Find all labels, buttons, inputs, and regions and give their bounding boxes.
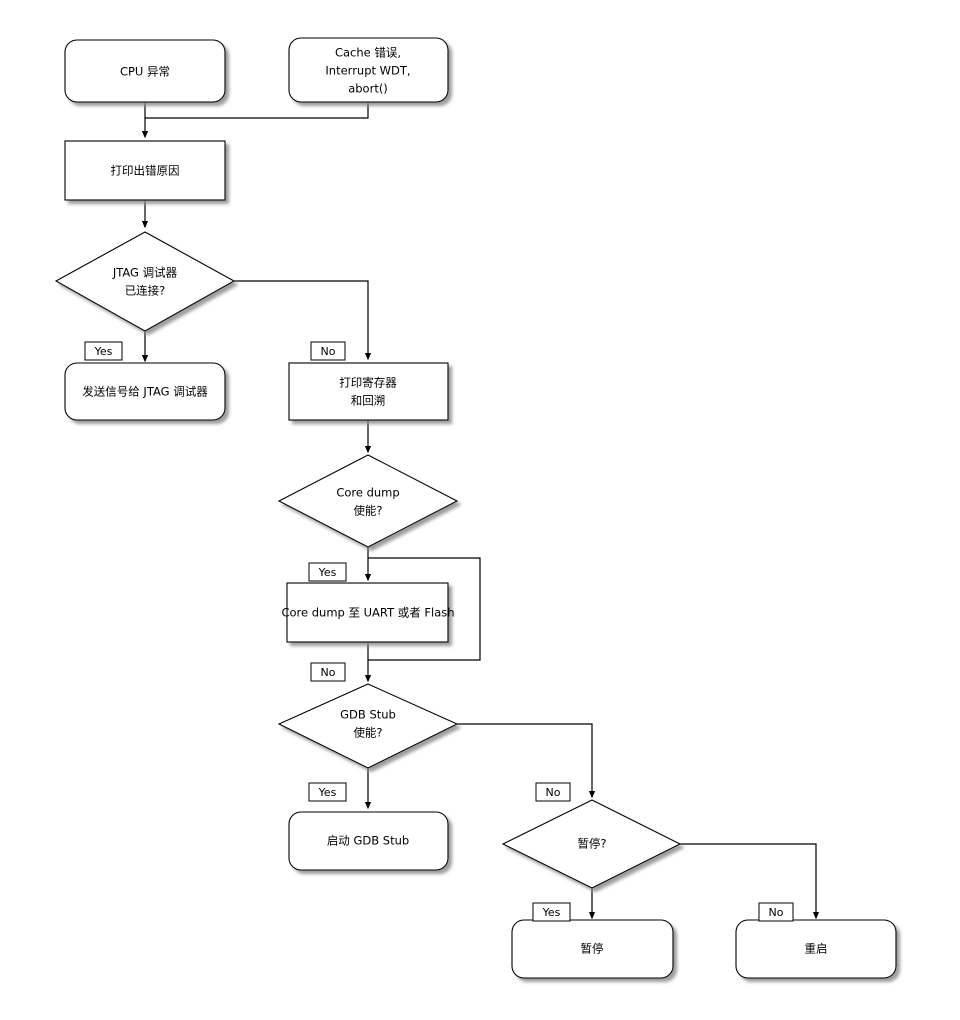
edge-label-gdbstub-no-text: No [546, 786, 561, 799]
edge-label-jtag-no-text: No [321, 345, 336, 358]
node-jtag-connected-label-line2: 已连接? [125, 284, 166, 298]
node-coredump-enabled-label-line1: Core dump [336, 486, 399, 500]
node-cache-error-label-line3: abort() [348, 82, 388, 96]
edge-label-jtag-yes: Yes [84, 341, 123, 361]
node-print-reason-label: 打印出错原因 [111, 164, 180, 178]
edge-label-halt-no-box [758, 902, 794, 922]
edge-label-coredump-yes-text: Yes [318, 566, 337, 579]
node-cache-error-shape [288, 37, 449, 103]
edge-labels-layer: Yes No Yes No Yes No [84, 341, 794, 922]
node-send-signal-label: 发送信号给 JTAG 调试器 [82, 385, 208, 399]
node-coredump-write-label: Core dump 至 UART 或者 Flash [281, 606, 454, 620]
node-jtag-connected-shape [54, 231, 236, 332]
node-jtag-connected[interactable]: JTAG 调试器 已连接? [54, 231, 236, 332]
edge-label-coredump-no-box [310, 662, 346, 682]
node-print-reason-shape [64, 140, 226, 201]
node-cache-error[interactable]: Cache 错误, Interrupt WDT, abort() [288, 37, 449, 103]
edge-label-jtag-yes-text: Yes [94, 345, 113, 358]
node-cpu-exception-label: CPU 异常 [120, 65, 170, 79]
node-gdbstub-enabled[interactable]: GDB Stub 使能? [277, 683, 459, 769]
node-start-gdbstub[interactable]: 启动 GDB Stub [288, 811, 449, 871]
edge-label-halt-yes-box [532, 902, 571, 922]
node-gdbstub-enabled-label-line1: GDB Stub [340, 708, 396, 722]
edge-label-coredump-no: No [310, 662, 346, 682]
edge-label-jtag-no: No [310, 341, 346, 361]
node-cpu-exception[interactable]: CPU 异常 [64, 39, 226, 103]
edge-label-coredump-yes-box [308, 562, 347, 582]
node-print-registers-shape [288, 362, 449, 421]
node-coredump-write-shape [286, 582, 449, 643]
edge-gdbstub-no [457, 723, 596, 799]
edge-label-gdbstub-yes: Yes [308, 782, 347, 802]
edge-label-gdbstub-no-box [535, 782, 571, 802]
node-gdbstub-enabled-label-line2: 使能? [353, 726, 382, 740]
node-print-registers-label-line1: 打印寄存器 [339, 376, 397, 390]
edge-label-coredump-no-text: No [321, 666, 336, 679]
edge-label-halt-no-text: No [769, 906, 784, 919]
edge-label-jtag-yes-box [84, 341, 123, 361]
edge-label-halt-no: No [758, 902, 794, 922]
node-send-signal-shape [64, 362, 226, 421]
node-start-gdbstub-shape [288, 811, 449, 871]
nodes-layer: CPU 异常 Cache 错误, Interrupt WDT, abort() … [54, 37, 897, 979]
edge-label-gdbstub-yes-text: Yes [318, 786, 337, 799]
node-reboot[interactable]: 重启 [735, 919, 897, 979]
node-coredump-write[interactable]: Core dump 至 UART 或者 Flash [281, 582, 455, 643]
node-halt-question-label: 暂停? [577, 837, 606, 851]
node-reboot-shape [735, 919, 897, 979]
edges-layer [141, 102, 820, 920]
node-coredump-enabled-label-line2: 使能? [353, 504, 382, 518]
edge-label-jtag-no-box [310, 341, 346, 361]
edge-label-gdbstub-no: No [535, 782, 571, 802]
edge-label-gdbstub-yes-box [308, 782, 347, 802]
node-halt[interactable]: 暂停 [511, 919, 674, 979]
edge-label-halt-yes: Yes [532, 902, 571, 922]
node-cpu-exception-shape [64, 39, 226, 103]
node-halt-question[interactable]: 暂停? [501, 799, 682, 889]
node-halt-question-shape [501, 799, 682, 889]
node-print-registers[interactable]: 打印寄存器 和回溯 [288, 362, 449, 421]
node-gdbstub-enabled-shape [277, 683, 459, 769]
node-halt-label: 暂停 [581, 942, 604, 956]
node-print-reason[interactable]: 打印出错原因 [64, 140, 226, 201]
node-halt-shape [511, 919, 674, 979]
edge-label-halt-yes-text: Yes [542, 906, 561, 919]
edge-label-coredump-yes: Yes [308, 562, 347, 582]
node-reboot-label: 重启 [805, 942, 828, 956]
node-jtag-connected-label-line1: JTAG 调试器 [112, 266, 178, 280]
node-coredump-enabled-shape [277, 454, 459, 548]
node-cache-error-label-line1: Cache 错误, [335, 46, 401, 60]
edge-coredump-no [368, 557, 481, 661]
edge-cache-to-print [145, 102, 369, 119]
node-start-gdbstub-label: 启动 GDB Stub [327, 834, 409, 848]
edge-halt-no [680, 843, 820, 920]
node-coredump-enabled[interactable]: Core dump 使能? [277, 454, 459, 548]
node-cache-error-label-line2: Interrupt WDT, [325, 64, 410, 78]
node-send-signal[interactable]: 发送信号给 JTAG 调试器 [64, 362, 226, 421]
node-print-registers-label-line2: 和回溯 [351, 394, 386, 408]
edge-jtag-no [234, 280, 372, 361]
